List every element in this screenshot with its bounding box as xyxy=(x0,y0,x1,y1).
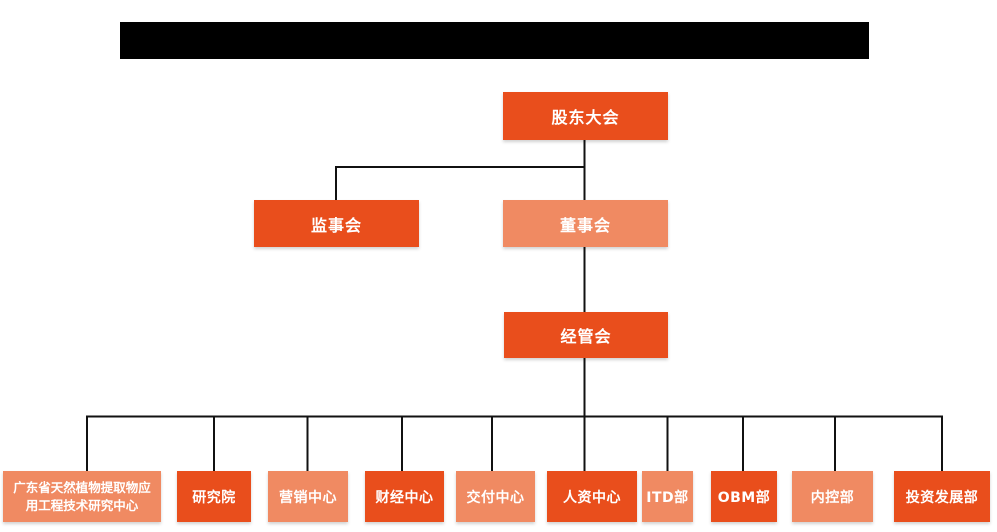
node-dept-itd: ITD部 xyxy=(642,471,693,522)
redacted-title-bar xyxy=(120,22,869,59)
node-label: ITD部 xyxy=(646,489,689,506)
node-dept-internal-control: 内控部 xyxy=(792,471,873,522)
node-dept-investment-development: 投资发展部 xyxy=(894,471,990,522)
node-label: 人资中心 xyxy=(563,489,621,506)
node-dept-obm: OBM部 xyxy=(711,471,777,522)
node-shareholders-meeting: 股东大会 xyxy=(503,92,668,140)
node-label: 董事会 xyxy=(559,215,611,235)
node-board-of-directors: 董事会 xyxy=(503,200,668,247)
node-label: 财经中心 xyxy=(375,489,434,506)
node-supervisory-board: 监事会 xyxy=(254,200,419,247)
node-label: 投资发展部 xyxy=(905,489,979,506)
node-dept-research-center: 广东省天然植物提取物应用工程技术研究中心 xyxy=(3,471,161,522)
node-label: 监事会 xyxy=(310,215,362,235)
node-dept-marketing-center: 营销中心 xyxy=(268,471,348,522)
node-dept-finance-center: 财经中心 xyxy=(365,471,444,522)
node-dept-delivery-center: 交付中心 xyxy=(456,471,535,522)
node-label: 经管会 xyxy=(560,327,612,346)
node-label: 股东大会 xyxy=(551,108,620,127)
node-label: 研究院 xyxy=(192,489,236,506)
node-label: 内控部 xyxy=(810,489,855,506)
node-label: 广东省天然植物提取物应用工程技术研究中心 xyxy=(13,480,151,513)
node-label: 营销中心 xyxy=(279,489,337,506)
node-dept-hr-center: 人资中心 xyxy=(547,471,637,522)
node-label: OBM部 xyxy=(717,489,771,506)
node-label: 交付中心 xyxy=(466,489,525,506)
node-management-committee: 经管会 xyxy=(504,312,668,358)
node-dept-research-institute: 研究院 xyxy=(177,471,251,522)
